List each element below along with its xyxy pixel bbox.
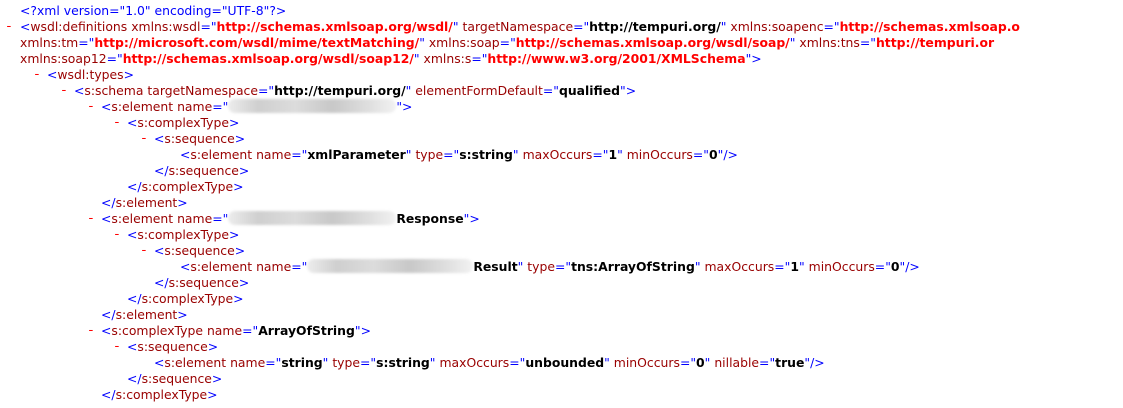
arrayofstring-close-tag: </s:complexType> [101, 387, 218, 402]
complextype-2-close-tag: </s:complexType> [127, 291, 244, 306]
definitions-open-tag-line1: <wsdl:definitions xmlns:wsdl="http://sch… [20, 19, 1020, 34]
collapse-toggle-types[interactable]: - [33, 67, 41, 82]
element-result: <s:element name="Result" type="tns:Array… [180, 259, 920, 274]
definitions-open-tag-line2: xmlns:tm="http://microsoft.com/wsdl/mime… [20, 35, 995, 50]
arrayofstring-open-tag: <s:complexType name="ArrayOfString"> [101, 323, 371, 338]
sequence-3-open-tag: <s:sequence> [127, 339, 219, 354]
sequence-1-open-tag: <s:sequence> [154, 131, 246, 146]
types-open-tag: <wsdl:types> [47, 67, 134, 82]
element-1-open-tag: <s:element name=""> [101, 99, 413, 114]
schema-tag-name: s:schema [84, 83, 144, 98]
xml-declaration: <?xml version="1.0" encoding="UTF-8"?> [20, 3, 286, 19]
collapse-toggle-sequence-1[interactable]: - [140, 131, 148, 146]
redacted-element-name [228, 99, 397, 113]
sequence-2-close-tag: </s:sequence> [154, 275, 250, 290]
complextype-1-close-tag: </s:complexType> [127, 179, 244, 194]
collapse-toggle-schema[interactable]: - [60, 83, 68, 98]
types-tag-name: wsdl:types [57, 67, 124, 82]
element-1-close-tag: </s:element> [101, 195, 188, 210]
collapse-toggle-element-2[interactable]: - [87, 211, 95, 226]
collapse-toggle-sequence-3[interactable]: - [113, 339, 121, 354]
collapse-toggle-definitions[interactable]: - [5, 19, 13, 34]
element-xmlparameter: <s:element name="xmlParameter" type="s:s… [180, 147, 738, 162]
schema-open-tag: <s:schema targetNamespace="http://tempur… [74, 83, 637, 98]
collapse-toggle-element-1[interactable]: - [87, 99, 95, 114]
sequence-1-close-tag: </s:sequence> [154, 163, 250, 178]
definitions-tag-name: wsdl:definitions [30, 19, 128, 34]
element-string: <s:element name="string" type="s:string"… [154, 355, 825, 370]
collapse-toggle-complextype-1[interactable]: - [113, 115, 121, 130]
redacted-result-name-prefix [307, 259, 474, 273]
sequence-3-close-tag: </s:sequence> [127, 371, 223, 386]
collapse-toggle-complextype-2[interactable]: - [113, 227, 121, 242]
definitions-open-tag-line3: xmlns:soap12="http://schemas.xmlsoap.org… [20, 51, 762, 66]
collapse-toggle-arrayofstring[interactable]: - [87, 323, 95, 338]
redacted-response-name-prefix [228, 211, 397, 225]
element-2-close-tag: </s:element> [101, 307, 188, 322]
element-2-open-tag: <s:element name="Response"> [101, 211, 480, 226]
xml-declaration-text: <?xml version="1.0" encoding="UTF-8"?> [20, 3, 287, 18]
complextype-2-open-tag: <s:complexType> [127, 227, 240, 242]
collapse-toggle-sequence-2[interactable]: - [140, 243, 148, 258]
complextype-1-open-tag: <s:complexType> [127, 115, 240, 130]
sequence-2-open-tag: <s:sequence> [154, 243, 246, 258]
